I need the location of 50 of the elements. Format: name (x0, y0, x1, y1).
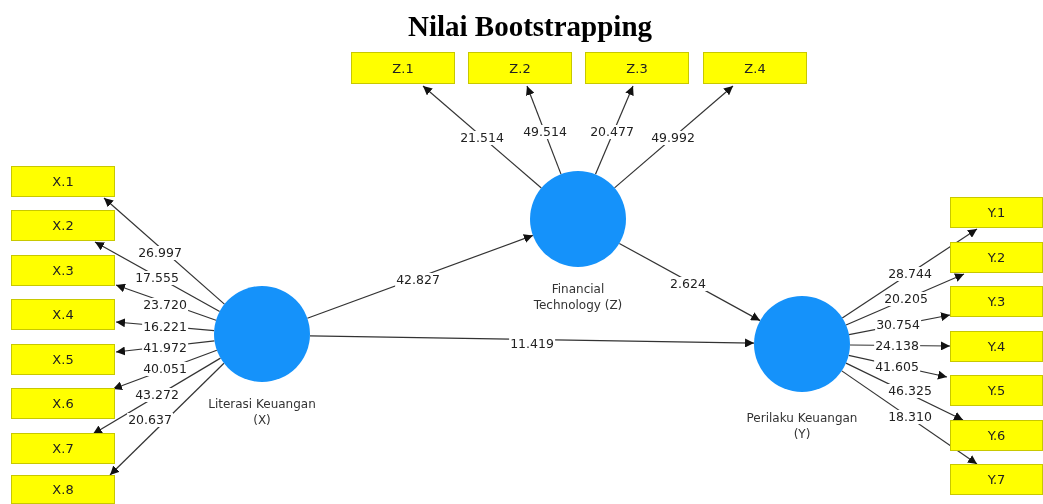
edge-label: 49.514 (522, 125, 568, 139)
edge-label: 24.138 (874, 339, 920, 353)
construct-label: Perilaku Keuangan (Y) (745, 410, 859, 442)
indicator-box: X.3 (11, 255, 115, 286)
path-arrow (422, 85, 542, 189)
indicator-box: X.7 (11, 433, 115, 464)
edge-label: 17.555 (134, 271, 180, 285)
indicator-box: X.1 (11, 166, 115, 197)
indicator-box: X.4 (11, 299, 115, 330)
edge-label: 2.624 (669, 277, 707, 291)
construct-label: Literasi Keuangan (X) (207, 396, 317, 428)
edge-label: 42.827 (395, 273, 441, 287)
edge-label: 11.419 (509, 337, 555, 351)
edge-label: 18.310 (887, 410, 933, 424)
edge-label: 28.744 (887, 267, 933, 281)
indicator-box: Y.6 (950, 420, 1043, 451)
indicator-box: Y.2 (950, 242, 1043, 273)
indicator-box: X.2 (11, 210, 115, 241)
indicator-box: X.6 (11, 388, 115, 419)
indicator-box: X.8 (11, 475, 115, 504)
indicator-box: Z.2 (468, 52, 572, 84)
edge-label: 40.051 (142, 362, 188, 376)
indicator-box: X.5 (11, 344, 115, 375)
edge-label: 20.205 (883, 292, 929, 306)
diagram-title: Nilai Bootstrapping (406, 9, 654, 44)
edge-label: 16.221 (142, 320, 188, 334)
indicator-box: Y.7 (950, 464, 1043, 495)
path-arrow (613, 85, 734, 189)
indicator-box: Z.3 (585, 52, 689, 84)
edge-label: 23.720 (142, 298, 188, 312)
indicator-box: Y.4 (950, 331, 1043, 362)
edge-label: 30.754 (875, 318, 921, 332)
edge-label: 20.477 (589, 125, 635, 139)
edge-label: 20.637 (127, 413, 173, 427)
indicator-box: Y.1 (950, 197, 1043, 228)
indicator-box: Y.5 (950, 375, 1043, 406)
edge-label: 46.325 (887, 384, 933, 398)
edge-label: 41.972 (142, 341, 188, 355)
indicator-box: Y.3 (950, 286, 1043, 317)
edge-label: 49.992 (650, 131, 696, 145)
edge-label: 21.514 (459, 131, 505, 145)
path-arrow (309, 335, 755, 348)
construct-label: Financial Technology (Z) (532, 281, 624, 313)
edge-label: 41.605 (874, 360, 920, 374)
edge-label: 26.997 (137, 246, 183, 260)
indicator-box: Z.1 (351, 52, 455, 84)
path-arrow (103, 197, 225, 305)
edge-label: 43.272 (134, 388, 180, 402)
path-arrow (109, 362, 225, 476)
indicator-box: Z.4 (703, 52, 807, 84)
